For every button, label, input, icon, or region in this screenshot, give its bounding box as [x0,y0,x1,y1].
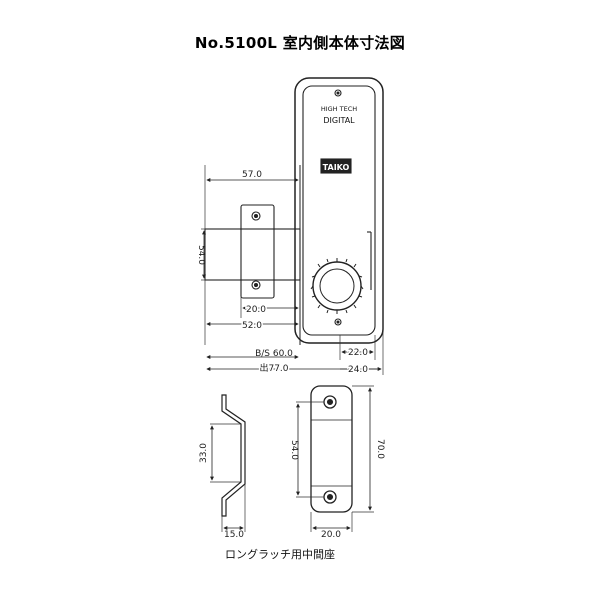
spacer-plate [310,385,353,513]
dim-bs60: B/S 60.0 [255,349,293,359]
dim-70: 70.0 [375,439,385,459]
lock-body-side-view [204,77,384,345]
extension-lines-spacer-front [296,385,374,532]
latch-body [204,228,301,281]
dim-out77: 出77.0 [259,362,288,374]
dim-33: 33.0 [199,443,209,463]
bracket-screw-top [251,211,261,221]
plate-screw-top [334,89,342,97]
dim-15: 15.0 [224,530,244,540]
dim-spacer-54: 54.0 [289,440,299,460]
dim-57: 57.0 [242,170,262,180]
dimension-lines-main [202,178,382,371]
brand-badge [320,158,352,174]
dim-24: 24.0 [348,365,368,375]
extension-lines-spacer-side [210,423,246,532]
spacer-caption: ロングラッチ用中間座 [225,548,335,561]
dim-spacer-20: 20.0 [321,530,341,540]
digital-label: DIGITAL [323,116,355,125]
inner-plate [302,85,376,336]
dim-54: 54.0 [196,245,206,265]
high-tech-label: HIGH TECH [321,105,357,113]
dim-22: 22.0 [348,348,368,358]
bracket-screw-bottom [251,280,261,290]
plate-screw-bottom [334,318,342,326]
outer-plate [294,77,384,344]
spacer-side-view [221,394,246,517]
dim-20: 20.0 [246,305,266,315]
brand-label: TAIKO [323,163,350,172]
drawing-title: No.5100L 室内側本体寸法図 [194,34,406,52]
mounting-bracket [240,204,275,299]
spacer-front-view [310,385,353,513]
dim-52: 52.0 [242,321,262,331]
